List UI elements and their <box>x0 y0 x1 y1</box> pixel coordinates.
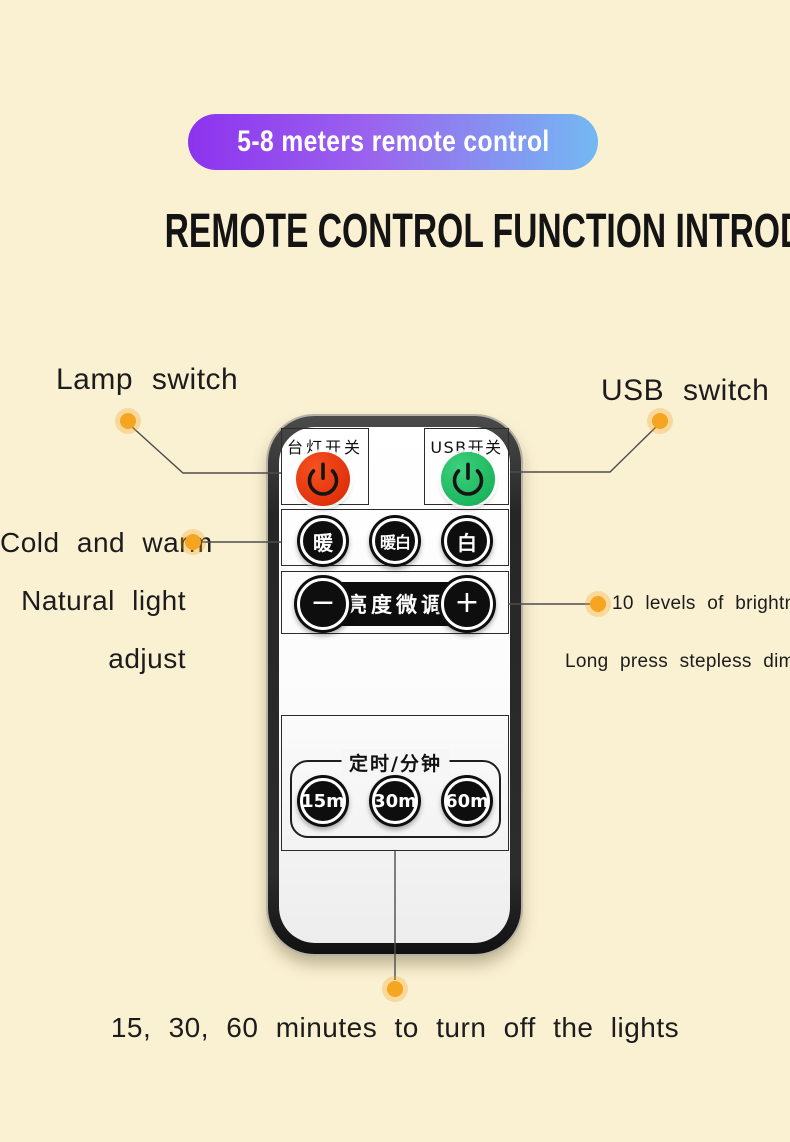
brightness-pill-label: 亮度微调 <box>346 593 446 617</box>
range-badge-label: 5-8 meters remote control <box>236 125 550 158</box>
timer-60m-button: 60m <box>441 775 493 827</box>
callout-dot <box>652 413 668 429</box>
power-icon <box>307 462 339 496</box>
lamp-power-button <box>296 452 350 506</box>
callout-adjust: adjust <box>108 643 186 674</box>
page-title: REMOTE CONTROL FUNCTION INTRODUCTION <box>164 205 790 258</box>
color-buttons-section: 暖 暖白 白 <box>281 509 509 567</box>
timer-section: 定时/分钟 15m 30m 60m <box>281 715 509 851</box>
lamp-callout-line <box>130 425 281 474</box>
callout-cold-and-warm: Cold and warm <box>0 527 213 558</box>
brightness-plus-button: + <box>438 575 496 633</box>
usb-section-label: USB开关 <box>430 438 503 457</box>
usb-callout-line <box>510 425 658 473</box>
callout-brightness-levels: 10 levels of brightness <box>612 593 790 614</box>
warm-white-button: 暖白 <box>369 515 421 567</box>
callout-natural-light: Natural light <box>21 585 186 616</box>
timer-group-outline: 定时/分钟 <box>290 749 501 838</box>
callout-dot-halo <box>115 408 141 434</box>
lamp-section-label: 台灯开关 <box>286 438 363 457</box>
callout-dot-halo <box>585 591 611 617</box>
remote-control: 台灯开关 USB开关 <box>268 416 521 954</box>
range-badge: 5-8 meters remote control <box>188 114 598 170</box>
timer-title: 定时/分钟 <box>341 749 450 776</box>
callout-lamp-switch: Lamp switch <box>56 363 239 396</box>
lamp-switch-section: 台灯开关 <box>281 428 369 506</box>
plus-icon: + <box>454 584 480 620</box>
power-icon <box>452 462 484 496</box>
callout-dot <box>387 981 403 997</box>
callout-dot-halo <box>382 976 408 1002</box>
remote-face: 台灯开关 USB开关 <box>279 427 510 943</box>
brightness-section: 亮度微调 − + <box>281 571 509 634</box>
white-button: 白 <box>441 515 493 567</box>
usb-power-button <box>441 452 495 506</box>
timer-15m-button: 15m <box>297 775 349 827</box>
callout-dot <box>590 596 606 612</box>
minus-icon: − <box>310 584 336 620</box>
brightness-minus-button: − <box>294 575 352 633</box>
warm-button: 暖 <box>297 515 349 567</box>
usb-switch-section: USB开关 <box>424 428 509 506</box>
callout-dot <box>120 413 136 429</box>
timer-30m-button: 30m <box>369 775 421 827</box>
callout-stepless-dimming: Long press stepless dimming <box>565 651 790 672</box>
callout-timer-note: 15, 30, 60 minutes to turn off the light… <box>110 1012 680 1043</box>
callout-usb-switch: USB switch <box>601 374 770 407</box>
callout-dot-halo <box>647 408 673 434</box>
